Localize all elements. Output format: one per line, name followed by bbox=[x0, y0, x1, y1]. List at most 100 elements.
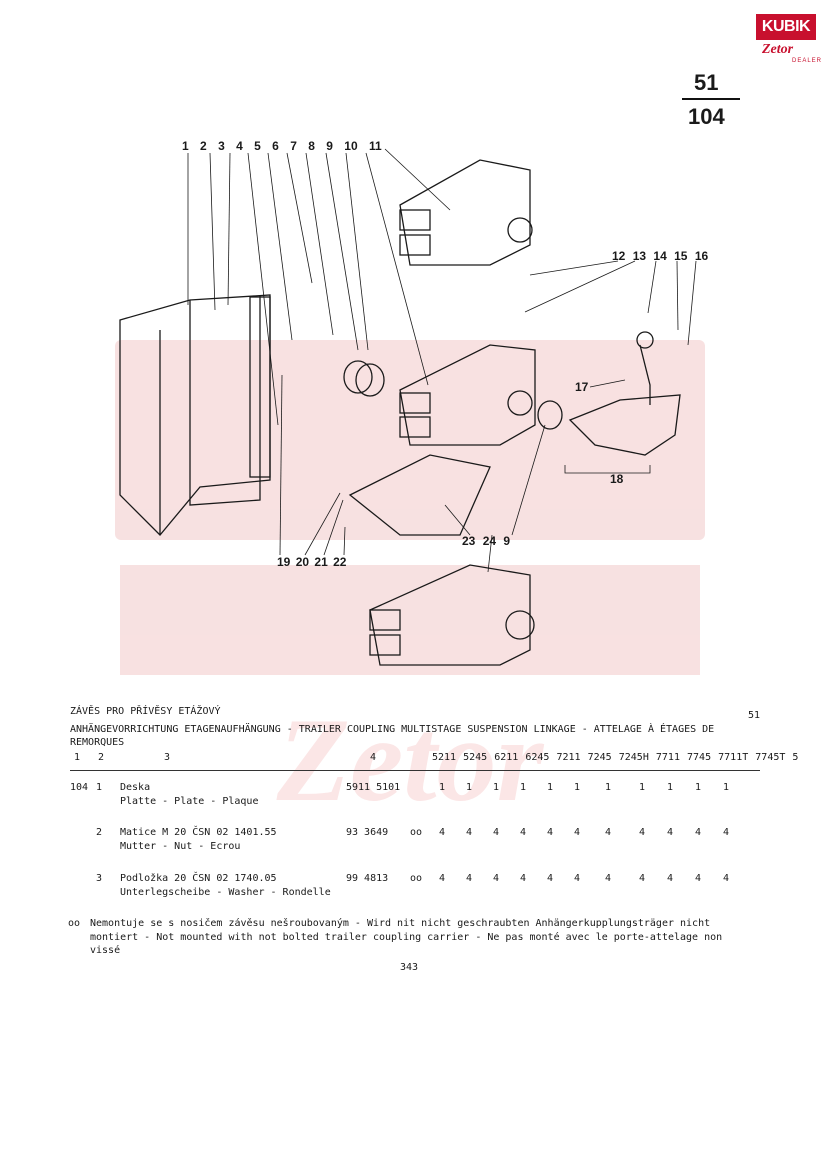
callout-9: 9 bbox=[326, 139, 333, 153]
callout-23: 23 bbox=[462, 534, 476, 548]
callout-14: 14 bbox=[653, 249, 667, 263]
callout-8: 8 bbox=[308, 139, 315, 153]
qty-cell: 4 bbox=[438, 827, 446, 838]
model-7711t: 7711T bbox=[718, 752, 749, 763]
qty-cell: 1 bbox=[438, 782, 446, 793]
qty-cell: 1 bbox=[573, 782, 581, 793]
kubik-logo-text: KUBIK bbox=[756, 14, 816, 40]
model-headers: 5211 5245 6211 6245 7211 7245 7245H 7711… bbox=[432, 752, 798, 763]
qty-cell: 1 bbox=[638, 782, 646, 793]
qty-cell: 4 bbox=[492, 827, 500, 838]
qty-cell: 4 bbox=[573, 827, 581, 838]
row-name-translation: Mutter - Nut - Ecrou bbox=[120, 841, 241, 852]
callout-13: 13 bbox=[632, 249, 647, 263]
model-7711: 7711 bbox=[655, 752, 680, 763]
callout-22: 22 bbox=[333, 555, 347, 569]
qty-cell: 4 bbox=[546, 873, 554, 884]
footnote-mark: oo bbox=[68, 918, 81, 929]
callout-4: 4 bbox=[236, 139, 243, 153]
page-ref-top: 51 bbox=[694, 70, 719, 95]
row-mark: oo bbox=[410, 827, 423, 838]
callout-6: 6 bbox=[272, 139, 279, 153]
qty-cell: 4 bbox=[604, 873, 612, 884]
model-7745: 7745 bbox=[687, 752, 712, 763]
callout-21: 21 bbox=[314, 555, 328, 569]
col-header-1: 1 bbox=[74, 752, 81, 763]
qty-cell: 4 bbox=[465, 827, 473, 838]
page-ref-bottom: 104 bbox=[688, 104, 725, 129]
qty-cell: 4 bbox=[638, 827, 646, 838]
footnote-line-3: vissé bbox=[90, 945, 121, 956]
qty-cell: 1 bbox=[546, 782, 554, 793]
qty-cell: 4 bbox=[694, 873, 702, 884]
watermark-zetor: Zetor bbox=[276, 693, 545, 826]
exploded-diagram bbox=[119, 148, 697, 666]
drawbar-housing-top bbox=[399, 159, 533, 266]
leader-lines bbox=[187, 148, 697, 573]
callouts-mid-row: 12 13 14 15 16 bbox=[612, 249, 708, 263]
col-header-4: 4 bbox=[370, 752, 377, 763]
row-part-number: 93 3649 bbox=[346, 827, 389, 838]
model-6211: 6211 bbox=[494, 752, 519, 763]
qty-cell: 1 bbox=[465, 782, 473, 793]
qty-cell: 4 bbox=[546, 827, 554, 838]
model-6245: 6245 bbox=[525, 752, 550, 763]
qty-cell: 1 bbox=[666, 782, 674, 793]
qty-cell: 1 bbox=[492, 782, 500, 793]
model-7745t: 7745T bbox=[755, 752, 786, 763]
heading-multilingual: ANHÄNGEVORRICHTUNG ETAGENAUFHÄNGUNG - TR… bbox=[70, 724, 715, 735]
qty-cell: 4 bbox=[465, 873, 473, 884]
qty-cell: 4 bbox=[722, 873, 730, 884]
qty-cell: 4 bbox=[666, 827, 674, 838]
row-item: 2 bbox=[96, 827, 103, 838]
table-row: 104 1 Deska Platte - Plate - Plaque 5911… bbox=[0, 782, 826, 812]
bushing-9 bbox=[355, 363, 385, 397]
row-name: Podložka 20 ČSN 02 1740.05 bbox=[120, 873, 277, 884]
qty-cell: 4 bbox=[573, 873, 581, 884]
qty-cell: 4 bbox=[722, 827, 730, 838]
col-header-3: 3 bbox=[164, 752, 171, 763]
row-mark: oo bbox=[410, 873, 423, 884]
bracket-plate-part bbox=[119, 294, 271, 536]
qty-cell: 1 bbox=[694, 782, 702, 793]
hitch-jaw-part bbox=[568, 331, 681, 456]
qty-cell: 4 bbox=[438, 873, 446, 884]
callout-11: 11 bbox=[368, 139, 382, 153]
callout-10: 10 bbox=[344, 139, 358, 153]
footer-page-number: 343 bbox=[400, 962, 419, 973]
row-name-translation: Unterlegscheibe - Washer - Rondelle bbox=[120, 887, 331, 898]
model-7211: 7211 bbox=[556, 752, 581, 763]
callout-2: 2 bbox=[200, 139, 207, 153]
row-name-translation: Platte - Plate - Plaque bbox=[120, 796, 259, 807]
qty-cell: 4 bbox=[694, 827, 702, 838]
callout-5: 5 bbox=[254, 139, 261, 153]
row-name: Deska bbox=[120, 782, 151, 793]
callouts-bottom-right: 23 24 9 bbox=[462, 534, 510, 548]
qty-cell: 1 bbox=[519, 782, 527, 793]
callout-7: 7 bbox=[290, 139, 297, 153]
qty-cell: 4 bbox=[519, 873, 527, 884]
heading-continued: REMORQUES bbox=[70, 737, 125, 748]
watermark: Zetor bbox=[115, 340, 705, 826]
callout-1: 1 bbox=[182, 139, 189, 153]
model-7245: 7245 bbox=[587, 752, 612, 763]
row-name: Matice M 20 ČSN 02 1401.55 bbox=[120, 827, 277, 838]
heading-page-num: 51 bbox=[748, 710, 761, 721]
callout-15: 15 bbox=[674, 249, 688, 263]
callout-3: 3 bbox=[218, 139, 225, 153]
callouts-top-row: 1 2 3 4 5 6 7 8 9 10 11 bbox=[182, 139, 382, 153]
bracket-18 bbox=[564, 465, 651, 474]
footnote-line-2: montiert - Not mounted with not bolted t… bbox=[90, 932, 723, 943]
watermark-band-2 bbox=[120, 565, 700, 675]
callout-20: 20 bbox=[295, 555, 310, 569]
bushing-8 bbox=[343, 360, 373, 394]
heading-czech: ZÁVĚS PRO PŘÍVĚSY ETÁŽOVÝ bbox=[70, 706, 221, 717]
qty-cell: 4 bbox=[492, 873, 500, 884]
row-pos: 104 bbox=[70, 782, 89, 793]
col-header-2: 2 bbox=[98, 752, 105, 763]
table-row: 3 Podložka 20 ČSN 02 1740.05 Unterlegsch… bbox=[0, 873, 826, 903]
dealer-logo-text: DEALER bbox=[792, 58, 823, 64]
qty-cell: 4 bbox=[604, 827, 612, 838]
callout-24: 24 bbox=[482, 534, 497, 548]
model-5211: 5211 bbox=[432, 752, 457, 763]
